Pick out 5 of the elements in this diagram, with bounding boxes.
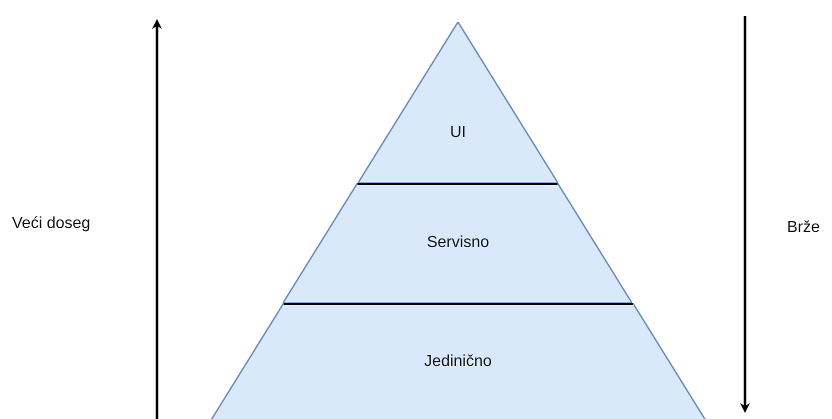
band-label: Servisno — [426, 233, 490, 253]
band-label: Jedinično — [424, 352, 492, 372]
band-label: UI — [450, 123, 466, 143]
axis-label: Veći doseg — [12, 214, 90, 234]
axis-label: Brže — [787, 218, 820, 238]
